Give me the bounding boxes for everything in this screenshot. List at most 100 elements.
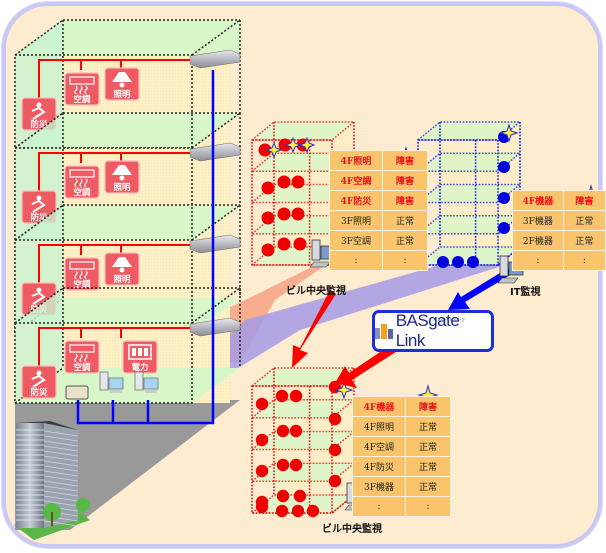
hvac-icon: 空調	[64, 257, 100, 291]
status-cell: 障害	[383, 191, 427, 210]
arrow-gateway-to-integrated	[335, 342, 402, 388]
bas-node	[276, 458, 290, 472]
it-node	[452, 256, 464, 268]
floor-1F: 防災空調電力	[14, 287, 241, 404]
bas-node	[261, 211, 275, 225]
floor-slab	[15, 113, 240, 148]
floor-outline	[14, 239, 193, 334]
equipment-cell: 3F照明	[330, 211, 382, 230]
status-cell: 正常	[406, 417, 450, 436]
hvac-icon: 空調	[64, 340, 100, 374]
equipment-cell: 4F機器	[353, 397, 405, 416]
table-row: ::	[353, 497, 450, 516]
table-row: 2F機器正常	[513, 231, 605, 250]
table-row: 4F防災正常	[353, 457, 450, 476]
bas-network-line	[38, 152, 197, 203]
network-switch-icon	[189, 49, 241, 69]
office-building-illustration	[14, 421, 90, 540]
integrated-monitor-label: ビル中央監視	[322, 524, 382, 535]
equipment-cell: 4F防災	[353, 457, 405, 476]
basgate-link-name: BASgate Link	[395, 311, 460, 350]
equipment-cell: 4F防災	[330, 191, 382, 210]
table-row: 3F機器正常	[513, 211, 605, 230]
basgate-link-ruby: バスゲートリンク	[433, 317, 465, 322]
bas-node	[291, 207, 305, 221]
equipment-label: 空調	[73, 187, 91, 198]
evacuation-icon: 防災	[21, 190, 57, 224]
arrow-bas-to-integrated	[292, 290, 336, 368]
alert-sparkle-icon	[499, 123, 519, 143]
bas-node	[258, 143, 272, 157]
cube-floor	[249, 430, 357, 451]
floor-outline	[14, 54, 193, 149]
bas-network-line	[38, 59, 197, 110]
lighting-icon: 照明	[104, 160, 140, 194]
bas-node	[289, 389, 303, 403]
status-cell: 障害	[383, 171, 427, 190]
equipment-cell: :	[353, 497, 405, 516]
lighting-icon: 照明	[104, 67, 140, 101]
arrow-it-to-gateway	[448, 268, 512, 310]
equipment-cell: 4F機器	[513, 191, 563, 210]
bas-node	[275, 389, 289, 403]
table-row: 4F防災障害	[330, 191, 427, 210]
alert-sparkle-icon	[298, 136, 316, 154]
bas-node	[289, 458, 303, 472]
basgate-link-logo: BASgate Link バスゲートリンク	[372, 310, 494, 352]
cube-floor	[415, 214, 523, 235]
bas-node	[255, 464, 269, 478]
equipment-cell: 2F機器	[513, 231, 563, 250]
table-row: 4F空調障害	[330, 171, 427, 190]
table-row: 4F機器障害	[513, 191, 605, 210]
bas-node	[293, 489, 307, 503]
bas-node	[277, 237, 291, 251]
bas-network-line	[38, 244, 197, 295]
table-row: 3F機器正常	[353, 477, 450, 496]
bas-node	[276, 424, 290, 438]
table-row: 4F照明正常	[353, 417, 450, 436]
status-cell: :	[563, 251, 605, 270]
equipment-cell: :	[513, 251, 563, 270]
bas-network-line	[38, 327, 197, 378]
it-devices	[65, 371, 159, 400]
status-cell: 正常	[383, 211, 427, 230]
building-roof	[15, 20, 240, 55]
bas-node	[261, 181, 275, 195]
cube-floor	[415, 183, 523, 204]
it-node	[467, 256, 479, 268]
it-monitor-label: IT監視	[510, 287, 541, 298]
status-cell: 障害	[563, 191, 605, 210]
floor-slab	[15, 206, 240, 241]
alert-sparkle-icon	[265, 141, 283, 159]
equipment-cell: 3F空調	[330, 231, 382, 250]
bas-node	[293, 237, 307, 251]
bas-node	[328, 474, 342, 488]
status-cell: :	[383, 251, 427, 270]
table-row: ::	[513, 251, 605, 270]
bas-node	[289, 424, 303, 438]
cube-front	[417, 139, 499, 266]
bas-node	[291, 504, 305, 518]
equipment-label: 照明	[113, 90, 131, 100]
server-icon	[65, 385, 89, 400]
bas-monitor-cube	[249, 121, 417, 266]
equipment-label: 空調	[73, 362, 91, 373]
floor-outline	[14, 322, 193, 404]
table-row: ::	[330, 251, 427, 270]
alert-sparkle-icon	[284, 136, 302, 154]
bas-node	[275, 504, 289, 518]
hvac-icon: 空調	[64, 165, 100, 199]
status-cell: 障害	[406, 397, 450, 416]
equipment-cell: 4F照明	[353, 417, 405, 436]
equipment-cell: 4F照明	[330, 151, 382, 170]
it-data-beam	[205, 265, 505, 370]
cube-front	[251, 385, 333, 514]
equipment-cell: 4F空調	[330, 171, 382, 190]
main-building: 防災空調照明防災空調照明防災空調照明防災空調電力	[14, 19, 241, 425]
bas-node	[255, 397, 269, 411]
equipment-label: 照明	[113, 183, 131, 193]
cube-floor	[249, 214, 357, 235]
